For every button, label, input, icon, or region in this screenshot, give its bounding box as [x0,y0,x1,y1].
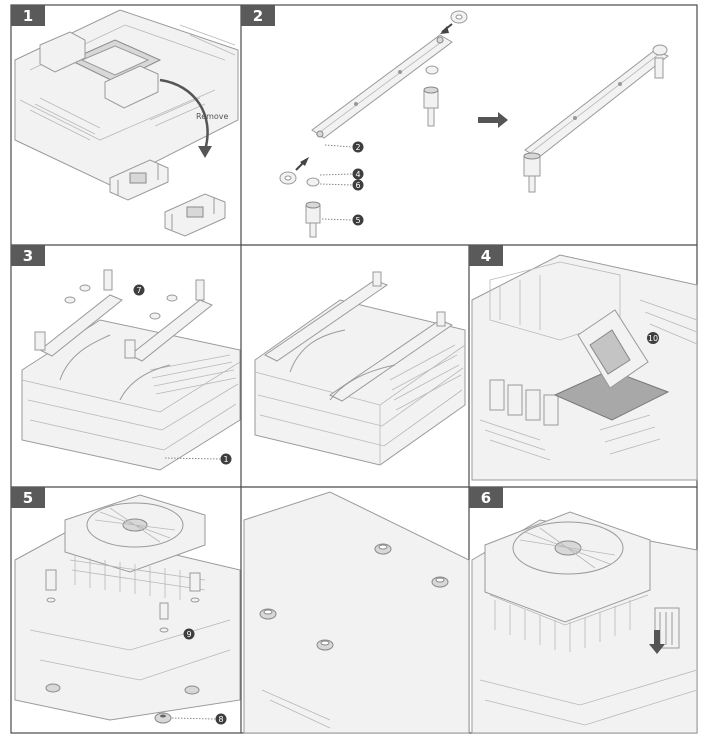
svg-text:6: 6 [355,181,360,190]
step-badge-6: 6 [469,487,503,508]
step-badge-5: 5 [11,487,45,508]
panel-1-motherboard [14,9,239,186]
svg-text:9: 9 [186,630,191,639]
svg-text:2: 2 [355,143,360,152]
callout-8: 8 [171,713,227,725]
callout-6: 6 [352,179,364,191]
step-badge-1: 1 [11,5,45,26]
step-badge-2: 2 [241,5,275,26]
remove-label: Remove [196,112,229,121]
step-badge-3: 3 [11,245,45,266]
callout-10: 10 [647,332,659,344]
panel-2-callout-lines [319,144,353,221]
panel-3-assembled-heatsink [254,271,466,466]
callout-9: 9 [183,628,195,640]
panel-2-assembled-bar [523,44,669,193]
svg-text:7: 7 [136,286,141,295]
panel-1-remove-arrow: Remove [159,78,229,158]
svg-text:1: 1 [223,455,228,464]
panel-4-cpu-paste [553,309,670,421]
callout-5: 5 [352,214,364,226]
panel-5-standoffs [45,569,201,724]
svg-text:4: 4 [355,170,360,179]
step-number: 3 [23,247,33,265]
callout-4: 4 [352,168,364,180]
panel-3-heatsink [21,319,241,471]
step-number: 6 [481,489,491,507]
step-number: 2 [253,7,263,25]
svg-text:5: 5 [355,216,360,225]
svg-text:10: 10 [648,334,658,343]
panel-5-cooler [14,494,241,721]
panel-2-washers-and-screws [279,10,468,238]
step-number: 5 [23,489,33,507]
panel-5-backplate [243,491,470,734]
callout-1: 1 [164,453,232,465]
panel-3-bars [34,269,213,362]
panel-2-mounting-bar [311,34,453,139]
callout-2: 2 [352,141,364,153]
panel-6-down-arrow [649,630,665,654]
panel-1-removed-brackets [109,159,226,237]
panel-4-board [471,254,698,481]
panel-2-right-arrow [478,112,508,128]
callout-7: 7 [133,284,145,296]
step-badge-4: 4 [469,245,503,266]
svg-text:8: 8 [218,715,223,724]
step-number: 1 [23,7,33,25]
step-number: 4 [481,247,491,265]
panel-6-installed-cooler [471,511,698,734]
